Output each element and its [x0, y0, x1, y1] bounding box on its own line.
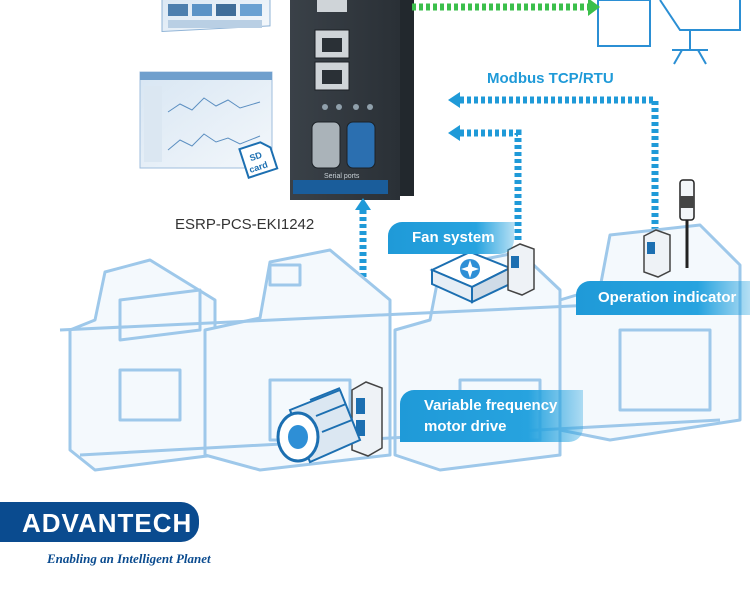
fan-system-callout: Fan system	[388, 222, 514, 254]
vfd-callout-line1: Variable frequency	[424, 397, 558, 414]
modbus-line-operation	[460, 96, 659, 232]
gateway-device	[290, 0, 414, 200]
serial-ports-label: Serial ports	[324, 173, 360, 180]
serial-port-1	[311, 121, 341, 169]
sd-card-icon: SD card	[238, 141, 279, 179]
signal-tower-icon	[679, 179, 695, 268]
fan-drive-module	[507, 243, 535, 296]
vfd-drive-module	[351, 381, 383, 457]
arrow-head-top	[448, 92, 460, 108]
motor-icon	[276, 387, 362, 464]
operation-drive-module	[643, 229, 671, 278]
arrow-head-up	[355, 198, 371, 210]
protocol-label: Modbus TCP/RTU	[487, 70, 614, 87]
operation-indicator-callout: Operation indicator	[576, 281, 750, 315]
arrow-head-fan	[448, 125, 460, 141]
software-screenshots	[139, 0, 273, 169]
serial-port-2	[346, 121, 376, 169]
vfd-callout: Variable frequency motor drive	[400, 390, 583, 442]
brand-logo: ADVANTECH	[0, 502, 199, 542]
device-name-label: ESRP-PCS-EKI1242	[175, 216, 315, 233]
arrow-to-pc	[588, 0, 600, 16]
brand-tagline: Enabling an Intelligent Planet	[47, 551, 211, 566]
workstation-icon	[597, 0, 741, 65]
modbus-line-fan	[460, 129, 522, 243]
svg-text:SD: SD	[248, 150, 263, 164]
vfd-callout-line2: motor drive	[424, 418, 507, 435]
brand-logo-text: ADVANTECH	[22, 508, 193, 538]
